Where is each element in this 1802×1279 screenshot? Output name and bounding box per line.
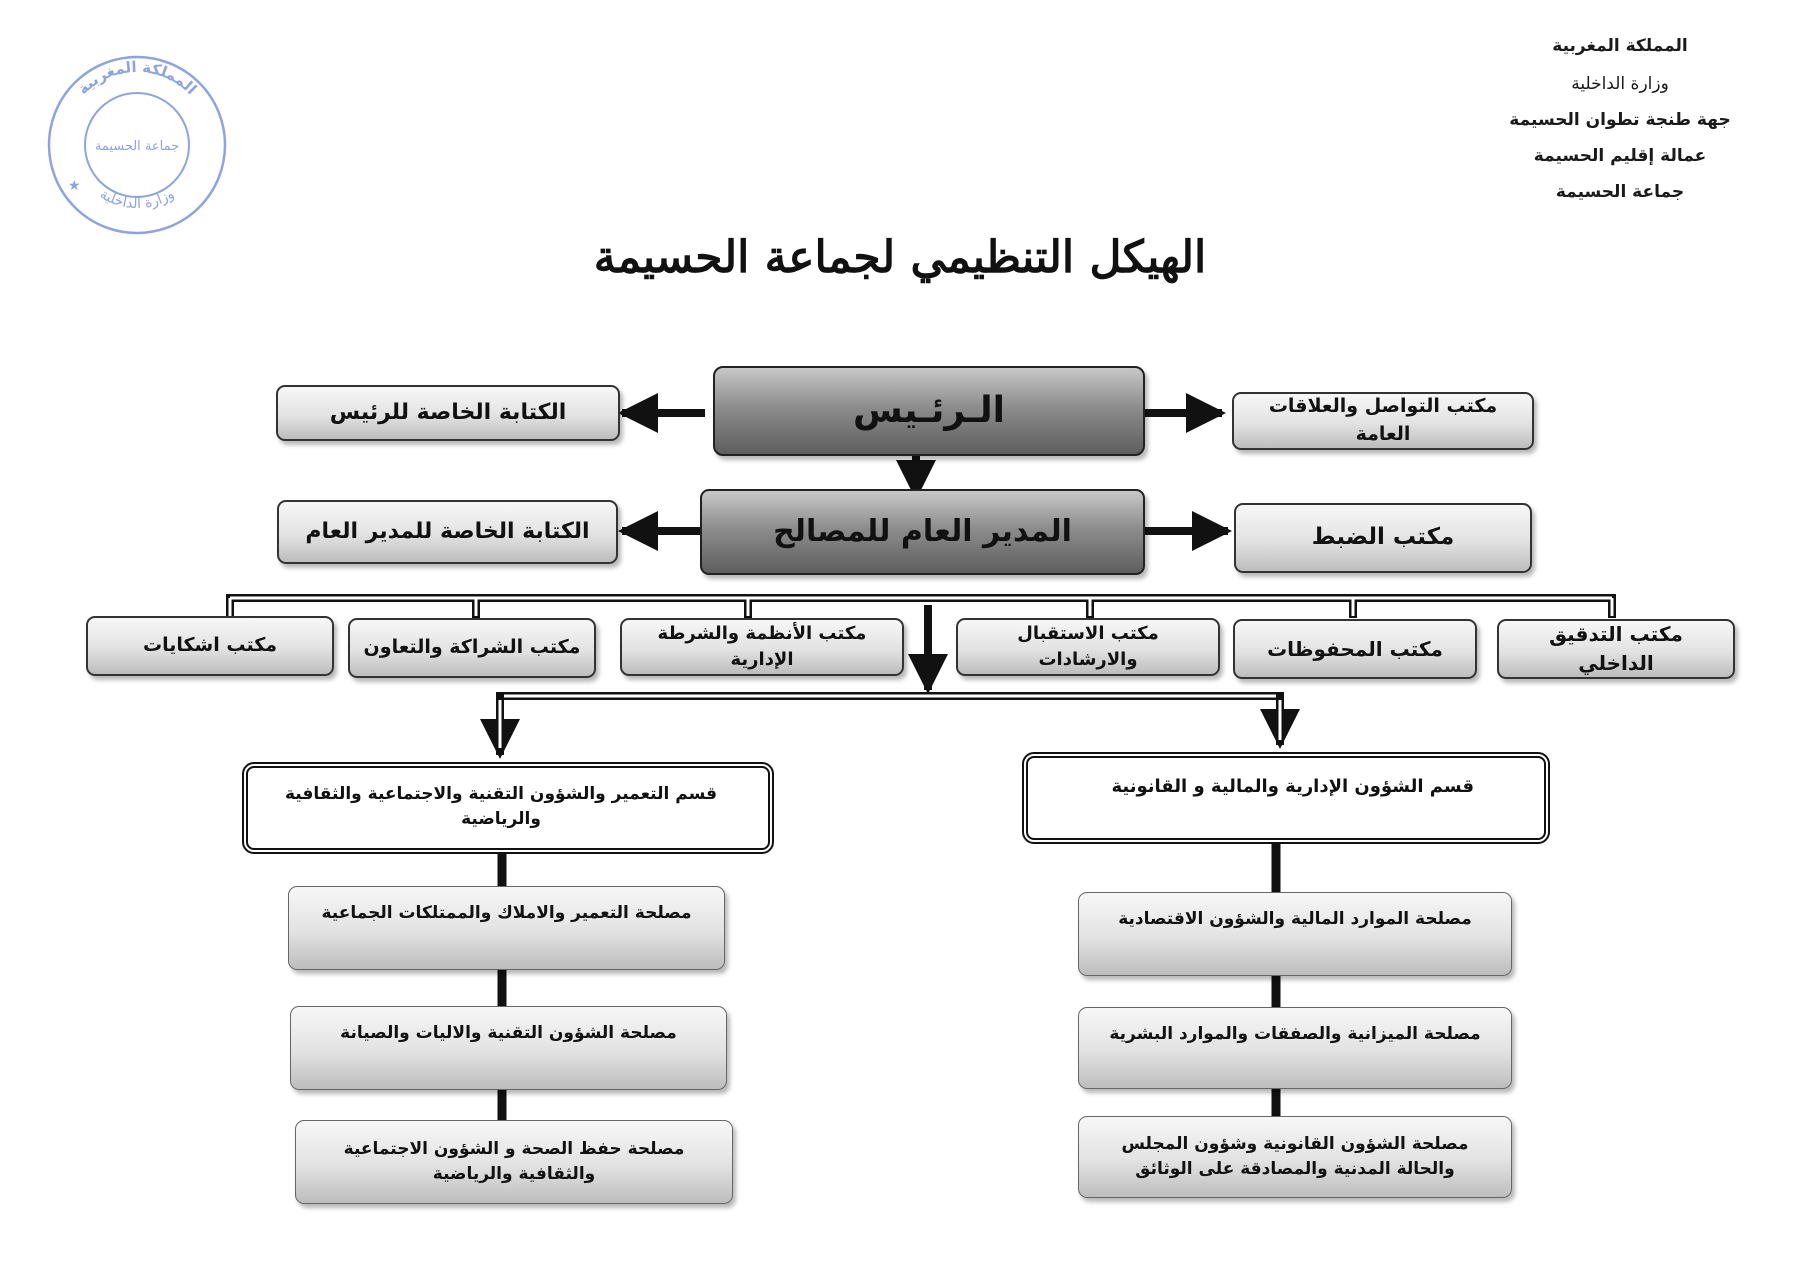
node-president: الـرئـيس xyxy=(713,366,1145,456)
node-service-technical-maintenance: مصلحة الشؤون التقنية والاليات والصيانة xyxy=(290,1006,727,1090)
node-office-label: مكتب اشكايات xyxy=(142,634,278,657)
node-service-health-social-culture: مصلحة حفظ الصحة و الشؤون الاجتماعية والث… xyxy=(295,1120,733,1204)
node-office-label: مكتب الشراكة والتعاون xyxy=(363,636,581,659)
node-service-label: مصلحة الموارد المالية والشؤون الاقتصادية xyxy=(1118,909,1472,929)
node-service-label: مصلحة التعمير والاملاك والممتلكات الجماع… xyxy=(321,903,692,923)
stamp-star-icon: ★ xyxy=(68,178,81,194)
node-office-partnership: مكتب الشراكة والتعاون xyxy=(348,618,596,678)
node-president-secretariat: الكتابة الخاصة للرئيس xyxy=(276,385,620,441)
node-office-archives: مكتب المحفوظات xyxy=(1233,619,1477,679)
header-line-kingdom: المملكة المغربية xyxy=(1552,36,1688,56)
node-service-label: مصلحة حفظ الصحة و الشؤون الاجتماعية والث… xyxy=(343,1139,685,1184)
node-service-financial-resources: مصلحة الموارد المالية والشؤون الاقتصادية xyxy=(1078,892,1512,976)
chart-title: الهيكل التنظيمي لجماعة الحسيمة xyxy=(593,232,1207,283)
node-dept-urban-label: قسم التعمير والشؤون التقنية والاجتماعية … xyxy=(285,784,717,829)
stamp-outer-ring xyxy=(47,55,227,235)
node-registry-office-label: مكتب الضبط xyxy=(1311,524,1455,551)
header-line-region: جهة طنجة تطوان الحسيمة xyxy=(1509,110,1731,130)
node-service-label: مصلحة الشؤون التقنية والاليات والصيانة xyxy=(340,1023,677,1043)
node-service-legal-civil-status: مصلحة الشؤون القانونية وشؤون المجلس والح… xyxy=(1078,1116,1512,1198)
node-office-label: مكتب المحفوظات xyxy=(1267,636,1443,661)
node-communication-office-label: مكتب التواصل والعلاقات العامة xyxy=(1268,395,1498,445)
header-line-province: عمالة إقليم الحسيمة xyxy=(1533,146,1707,166)
node-service-label: مصلحة الشؤون القانونية وشؤون المجلس والح… xyxy=(1121,1134,1469,1179)
node-office-regulations: مكتب الأنظمة والشرطة الإدارية xyxy=(620,618,904,676)
node-dept-admin-label: قسم الشؤون الإدارية والمالية و القانونية xyxy=(1111,776,1474,797)
node-director-general-label: المدير العام للمصالح xyxy=(773,514,1072,550)
node-dept-urban-technical-social: قسم التعمير والشؤون التقنية والاجتماعية … xyxy=(242,762,774,854)
node-director-secretariat-label: الكتابة الخاصة للمدير العام xyxy=(305,519,590,545)
node-office-reception: مكتب الاستقبال والارشادات xyxy=(956,618,1220,676)
node-director-general: المدير العام للمصالح xyxy=(700,489,1145,575)
node-service-label: مصلحة الميزانية والصفقات والموارد البشري… xyxy=(1109,1024,1481,1044)
stamp-inner-ring xyxy=(84,92,190,198)
node-service-budget-hr: مصلحة الميزانية والصفقات والموارد البشري… xyxy=(1078,1007,1512,1089)
stamp-text-inner: جماعة الحسيمة xyxy=(95,139,179,154)
header-line-commune: جماعة الحسيمة xyxy=(1555,182,1685,202)
node-office-internal-audit: مكتب التدقيق الداخلي xyxy=(1497,619,1735,679)
header-line-ministry: وزارة الداخلية xyxy=(1571,74,1669,94)
node-office-label: مكتب الاستقبال والارشادات xyxy=(1017,622,1159,670)
node-service-urbanism-property: مصلحة التعمير والاملاك والممتلكات الجماع… xyxy=(288,886,725,970)
node-dept-admin-finance-legal: قسم الشؤون الإدارية والمالية و القانونية xyxy=(1022,752,1550,844)
node-office-complaints: مكتب اشكايات xyxy=(86,616,334,676)
node-office-label: مكتب التدقيق الداخلي xyxy=(1549,622,1683,675)
node-registry-office: مكتب الضبط xyxy=(1234,503,1532,573)
node-president-label: الـرئـيس xyxy=(853,389,1005,431)
official-stamp: المملكة المغربية جماعة الحسيمة وزارة الد… xyxy=(47,55,227,235)
node-president-secretariat-label: الكتابة الخاصة للرئيس xyxy=(329,400,567,426)
node-director-secretariat: الكتابة الخاصة للمدير العام xyxy=(277,500,618,564)
node-office-label: مكتب الأنظمة والشرطة الإدارية xyxy=(657,622,867,670)
node-communication-office: مكتب التواصل والعلاقات العامة xyxy=(1232,392,1534,450)
